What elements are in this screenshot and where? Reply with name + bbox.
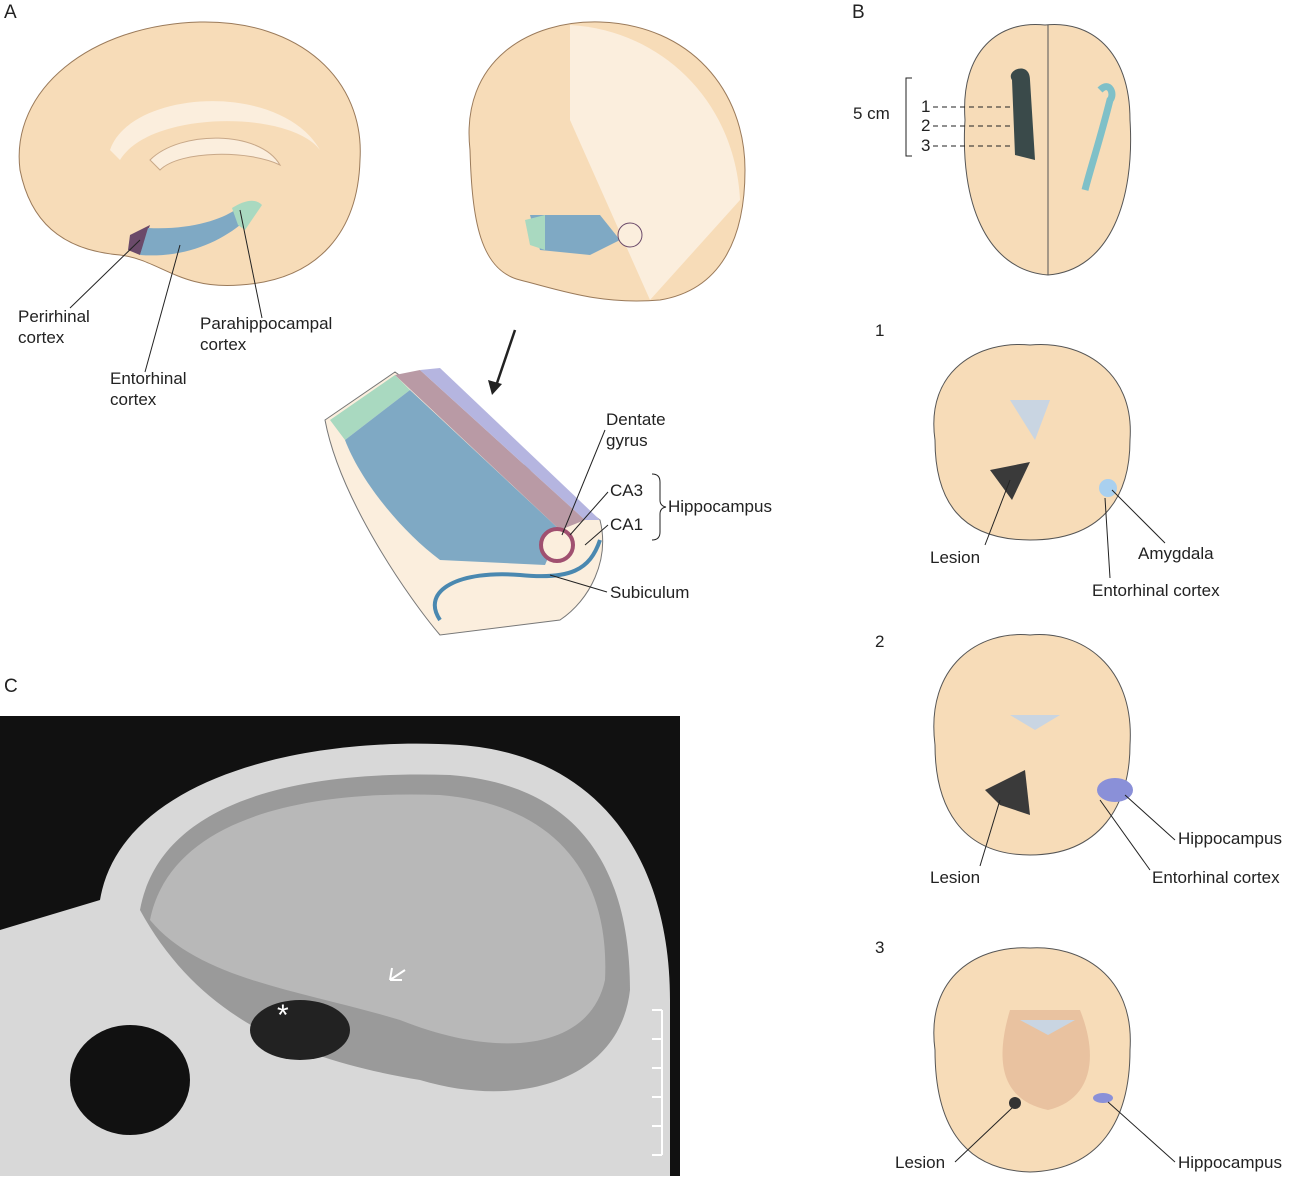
label-ca1: CA1 xyxy=(610,515,644,534)
coronal-section-1 xyxy=(933,343,1166,579)
perirhinal-region xyxy=(128,225,150,255)
panel-label-a: A xyxy=(4,2,17,23)
label-subiculum: Subiculum xyxy=(610,583,690,602)
coronal-section-3 xyxy=(933,947,1176,1173)
label-ca3: CA3 xyxy=(610,481,644,500)
medial-brain-view xyxy=(18,21,361,373)
coronal-section-2 xyxy=(933,634,1176,871)
label-lesion-3: Lesion xyxy=(895,1153,946,1172)
label-lesion-1: Lesion xyxy=(930,548,981,567)
label-scale-5cm: 5 cm xyxy=(853,104,890,123)
label-level-3: 3 xyxy=(921,136,931,155)
mri-image xyxy=(0,716,680,1176)
scale-bar xyxy=(652,1009,663,1156)
label-entorhinal-1: Entorhinal cortex xyxy=(1092,581,1220,600)
label-dentate-gyrus: Dentate gyrus xyxy=(606,410,666,450)
label-entorhinal-cortex: Entorhinal cortex xyxy=(110,369,187,409)
entorhinal-region xyxy=(140,210,240,256)
parahippocampal-region xyxy=(232,200,262,230)
ventral-brain-view xyxy=(905,23,1132,276)
panel-label-c: C xyxy=(4,676,18,697)
label-hippocampus: Hippocampus xyxy=(668,497,772,516)
arrow xyxy=(494,329,517,387)
label-perirhinal-cortex: Perirhinal cortex xyxy=(18,307,90,347)
label-hippocampus-2: Hippocampus xyxy=(1178,829,1282,848)
section-number-2: 2 xyxy=(875,632,885,651)
label-level-1: 1 xyxy=(921,97,931,116)
label-hippocampus-3: Hippocampus xyxy=(1178,1153,1282,1172)
panel-label-b: B xyxy=(852,2,865,23)
cut-brain-view xyxy=(468,21,746,302)
label-level-2: 2 xyxy=(921,116,931,135)
label-lesion-2: Lesion xyxy=(930,868,981,887)
label-amygdala: Amygdala xyxy=(1138,544,1214,563)
mri-asterisk: * xyxy=(277,999,289,1032)
label-entorhinal-2: Entorhinal cortex xyxy=(1152,868,1280,887)
label-parahippocampal-cortex: Parahippocampal cortex xyxy=(200,314,333,354)
hippocampus-block xyxy=(324,368,667,636)
section-number-3: 3 xyxy=(875,938,885,957)
section-number-1: 1 xyxy=(875,321,885,340)
